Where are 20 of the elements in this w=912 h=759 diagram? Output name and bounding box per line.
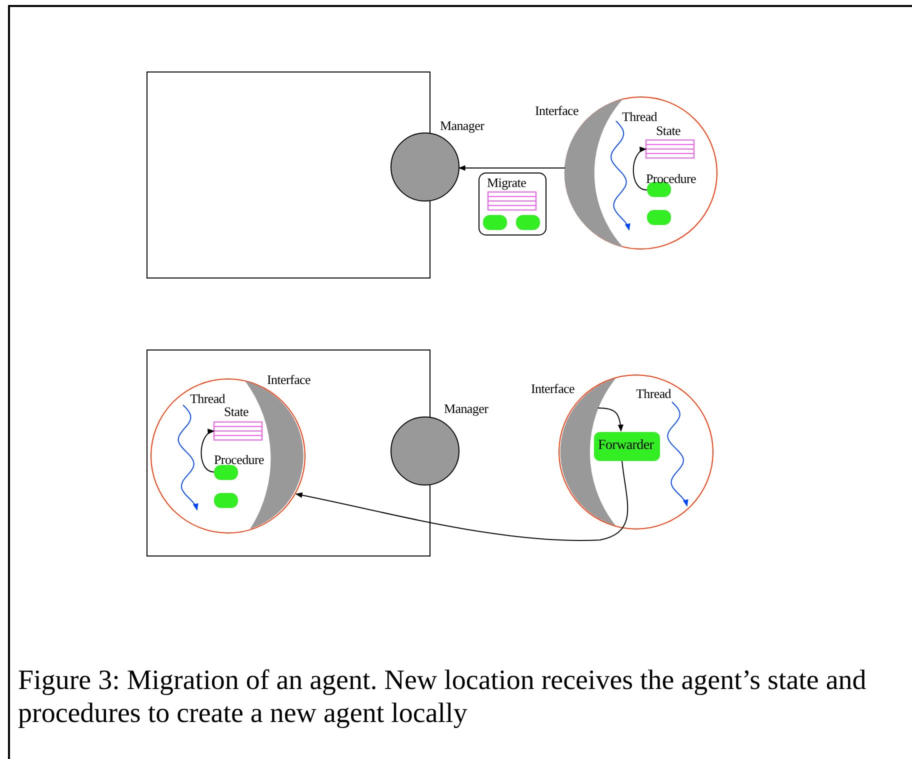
figure-caption: Figure 3: Migration of an agent. New location receives the agent’s state and procedures to create a new agent locally (18, 664, 868, 730)
node-label: Interface (267, 372, 310, 387)
node-label: State (656, 123, 680, 138)
node-label: Manager (440, 118, 484, 133)
node-label: Procedure (214, 452, 264, 467)
node-label: Interface (535, 103, 578, 118)
node-label: Migrate (487, 175, 526, 190)
arrow (458, 165, 566, 171)
node-label: Interface (531, 381, 574, 396)
arrow (200, 430, 215, 472)
thread-label: Thread (190, 391, 226, 406)
node-label: Procedure (646, 171, 696, 186)
arrow (632, 148, 648, 190)
node-label: Manager (444, 401, 488, 416)
node-label: Forwarder (598, 438, 654, 453)
node-label: State (224, 404, 248, 419)
thread-label: Thread (622, 109, 658, 124)
arrow (598, 408, 624, 432)
arrow (295, 460, 628, 541)
thread-label: Thread (636, 386, 672, 401)
